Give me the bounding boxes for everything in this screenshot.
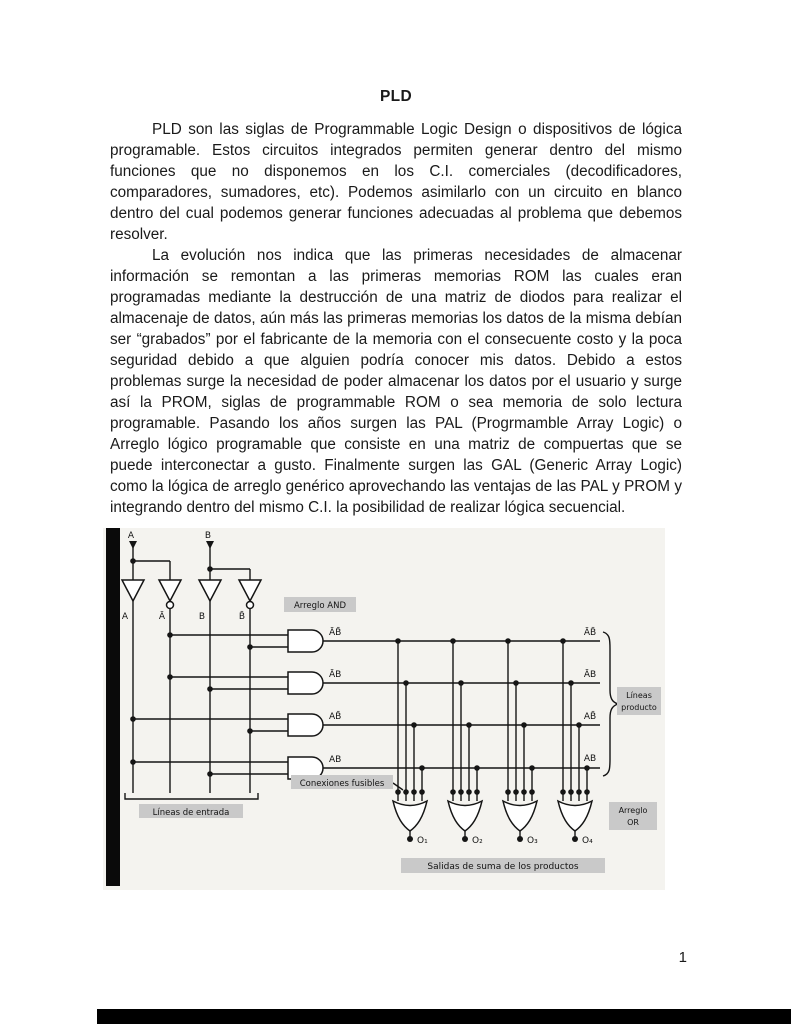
wiring — [124, 547, 621, 837]
rail-label-b: B — [199, 612, 205, 622]
or-gate-3 — [501, 799, 539, 832]
product-lines-brace — [602, 631, 621, 777]
inverter-a — [157, 579, 183, 603]
paragraph-2: La evolución nos indica que las primeras… — [110, 247, 682, 516]
label-boxes — [139, 597, 661, 873]
or-gate-1 — [391, 799, 429, 832]
scan-artifact-left — [106, 528, 120, 886]
fuse-label: Conexiones fusibles — [300, 779, 385, 789]
gates — [120, 579, 594, 832]
product-label-right-2: ĀB — [584, 669, 596, 680]
input-a-arrow — [129, 541, 137, 549]
page-number: 1 — [678, 949, 687, 966]
input-b-label: B — [205, 531, 211, 541]
or-array-label-box — [609, 802, 657, 830]
output-label-2: O₂ — [472, 836, 483, 846]
product-label-1: ĀB̄ — [329, 626, 341, 638]
product-lines-label-box — [617, 687, 661, 715]
and-gate-3 — [287, 713, 324, 737]
or-array-label-line1: Arreglo — [619, 806, 648, 815]
junction-dots — [129, 541, 590, 842]
and-gate-2 — [287, 671, 324, 695]
product-label-right-4: AB — [584, 754, 596, 764]
buffer-a — [120, 579, 146, 603]
output-label-4: O₄ — [582, 836, 593, 846]
product-lines-label-line1: Líneas — [626, 691, 652, 700]
product-label-right-1: ĀB̄ — [584, 626, 596, 638]
paragraph-1: PLD son las siglas de Programmable Logic… — [110, 121, 682, 243]
input-lines-bracket — [124, 793, 259, 800]
sum-outputs-label: Salidas de suma de los productos — [427, 862, 578, 872]
rail-label-not-a: Ā — [159, 611, 166, 622]
inverter-b — [237, 579, 263, 603]
product-label-right-3: AB̄ — [584, 710, 596, 722]
input-b-arrow — [206, 541, 214, 549]
input-lines-label-box — [139, 804, 243, 818]
figure-texts: A B A Ā B B̄ Arreglo AND ĀB̄ ĀB AB̄ AB Ā… — [122, 531, 657, 872]
product-label-2: ĀB — [329, 669, 341, 680]
body-text: PLD son las siglas de Programmable Logic… — [110, 119, 682, 518]
inverter-a-bubble — [165, 600, 175, 610]
or-gate-2 — [446, 799, 484, 832]
output-label-3: O₃ — [527, 836, 538, 846]
scan-artifact-bottom — [97, 1009, 791, 1024]
buffer-b — [197, 579, 223, 603]
product-lines-label-line2: producto — [621, 703, 657, 712]
pal-circuit-svg: A B A Ā B B̄ Arreglo AND ĀB̄ ĀB AB̄ AB Ā… — [106, 528, 661, 886]
pal-circuit-figure: A B A Ā B B̄ Arreglo AND ĀB̄ ĀB AB̄ AB Ā… — [103, 528, 665, 890]
or-array-label-line2: OR — [627, 818, 639, 827]
and-array-label-box — [284, 597, 356, 612]
product-label-4: AB — [329, 755, 341, 765]
rail-label-a: A — [122, 612, 129, 622]
input-a-label: A — [128, 531, 135, 541]
or-gate-4 — [556, 799, 594, 832]
output-label-1: O₁ — [417, 836, 428, 846]
sum-label-box — [401, 858, 605, 873]
product-label-3: AB̄ — [329, 710, 341, 722]
and-gate-1 — [287, 629, 324, 653]
page-title: PLD — [380, 88, 412, 105]
fuse-label-box — [291, 775, 393, 789]
rail-label-not-b: B̄ — [239, 610, 245, 622]
and-array-label: Arreglo AND — [294, 601, 347, 611]
inverter-b-bubble — [245, 600, 255, 610]
input-lines-label: Líneas de entrada — [153, 808, 230, 818]
